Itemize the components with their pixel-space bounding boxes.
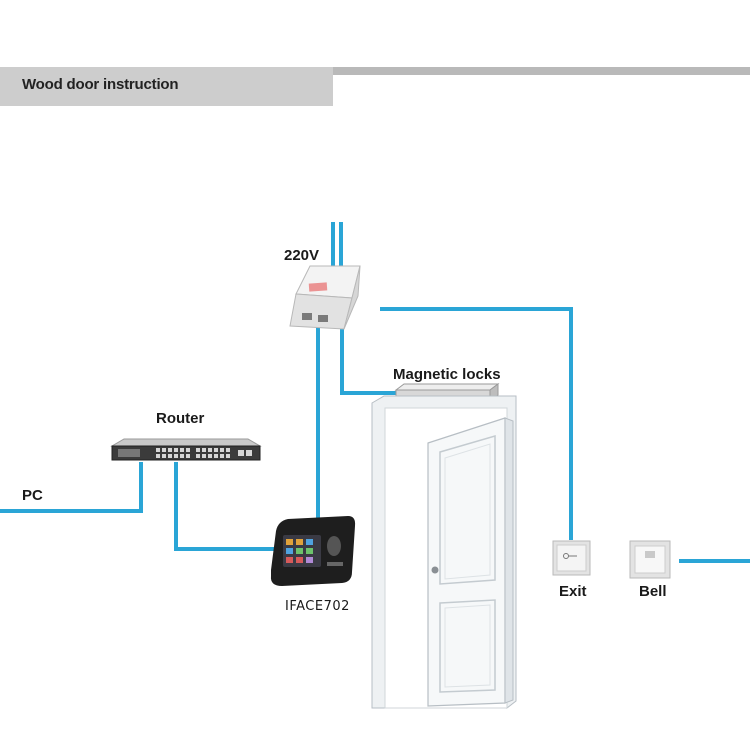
router-icon: [110, 438, 262, 461]
device-label: IFACE702: [285, 599, 350, 614]
wires: [0, 222, 750, 563]
wire-psu-to-exit: [380, 307, 573, 540]
exit-label: Exit: [559, 583, 587, 600]
voltage-label: 220V: [284, 247, 320, 264]
bell-icon: [629, 540, 671, 579]
door-icon: [371, 395, 517, 710]
page-title: Wood door instruction: [22, 76, 179, 93]
access-terminal-icon: [270, 516, 356, 586]
wire-pc-to-router: [0, 462, 143, 513]
exit-button-icon: [552, 540, 591, 576]
wire-router-to-device: [174, 462, 274, 551]
router-label: Router: [156, 410, 205, 427]
header-divider-bar: [0, 67, 750, 75]
power-supply-icon: [289, 265, 361, 330]
magnetic-locks-label: Magnetic locks: [393, 366, 501, 383]
bell-label: Bell: [639, 583, 667, 600]
wire-psu-to-lock: [340, 326, 396, 395]
header-tab: [0, 67, 333, 106]
pc-label: PC: [22, 487, 43, 504]
